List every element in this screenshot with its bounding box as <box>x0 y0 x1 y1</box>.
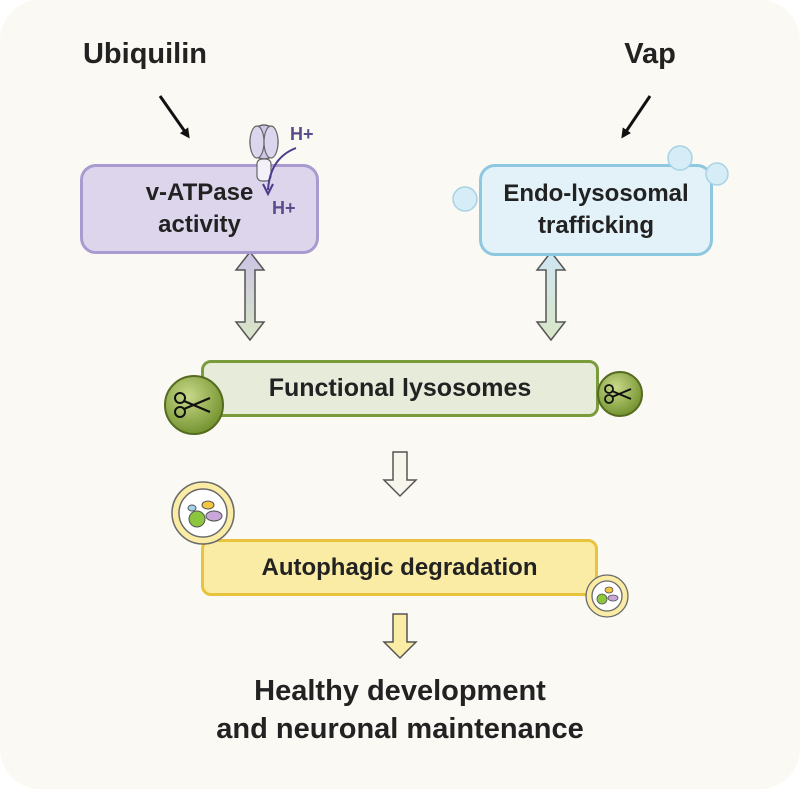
vap-label: Vap <box>624 38 676 70</box>
ubiquilin-label: Ubiquilin <box>82 38 208 70</box>
functional-lysosomes-box: Functional lysosomes <box>201 360 599 417</box>
vatpase-lysosome-double-arrow <box>234 250 266 342</box>
outcome-line1: Healthy development <box>254 675 546 707</box>
lysosome-to-autophagy-arrow <box>382 451 418 498</box>
proton-label-bottom: H+ <box>272 198 296 218</box>
endo-line1: Endo-lysosomal <box>503 180 689 207</box>
endo-lysosome-double-arrow <box>535 250 567 342</box>
autophagy-to-outcome-arrow <box>382 613 418 660</box>
ubiquilin-arrow <box>158 95 190 139</box>
proton-label-top: H+ <box>290 124 314 144</box>
autophagic-degradation-box: Autophagic degradation <box>201 539 598 596</box>
outcome-line2: and neuronal maintenance <box>216 713 584 745</box>
endo-line2: trafficking <box>537 212 654 239</box>
vap-arrow <box>621 95 652 139</box>
vatpase-line2: activity <box>158 211 241 238</box>
endo-lysosomal-box: Endo-lysosomal trafficking <box>479 164 713 256</box>
vatpase-line1: v-ATPase <box>145 179 254 206</box>
